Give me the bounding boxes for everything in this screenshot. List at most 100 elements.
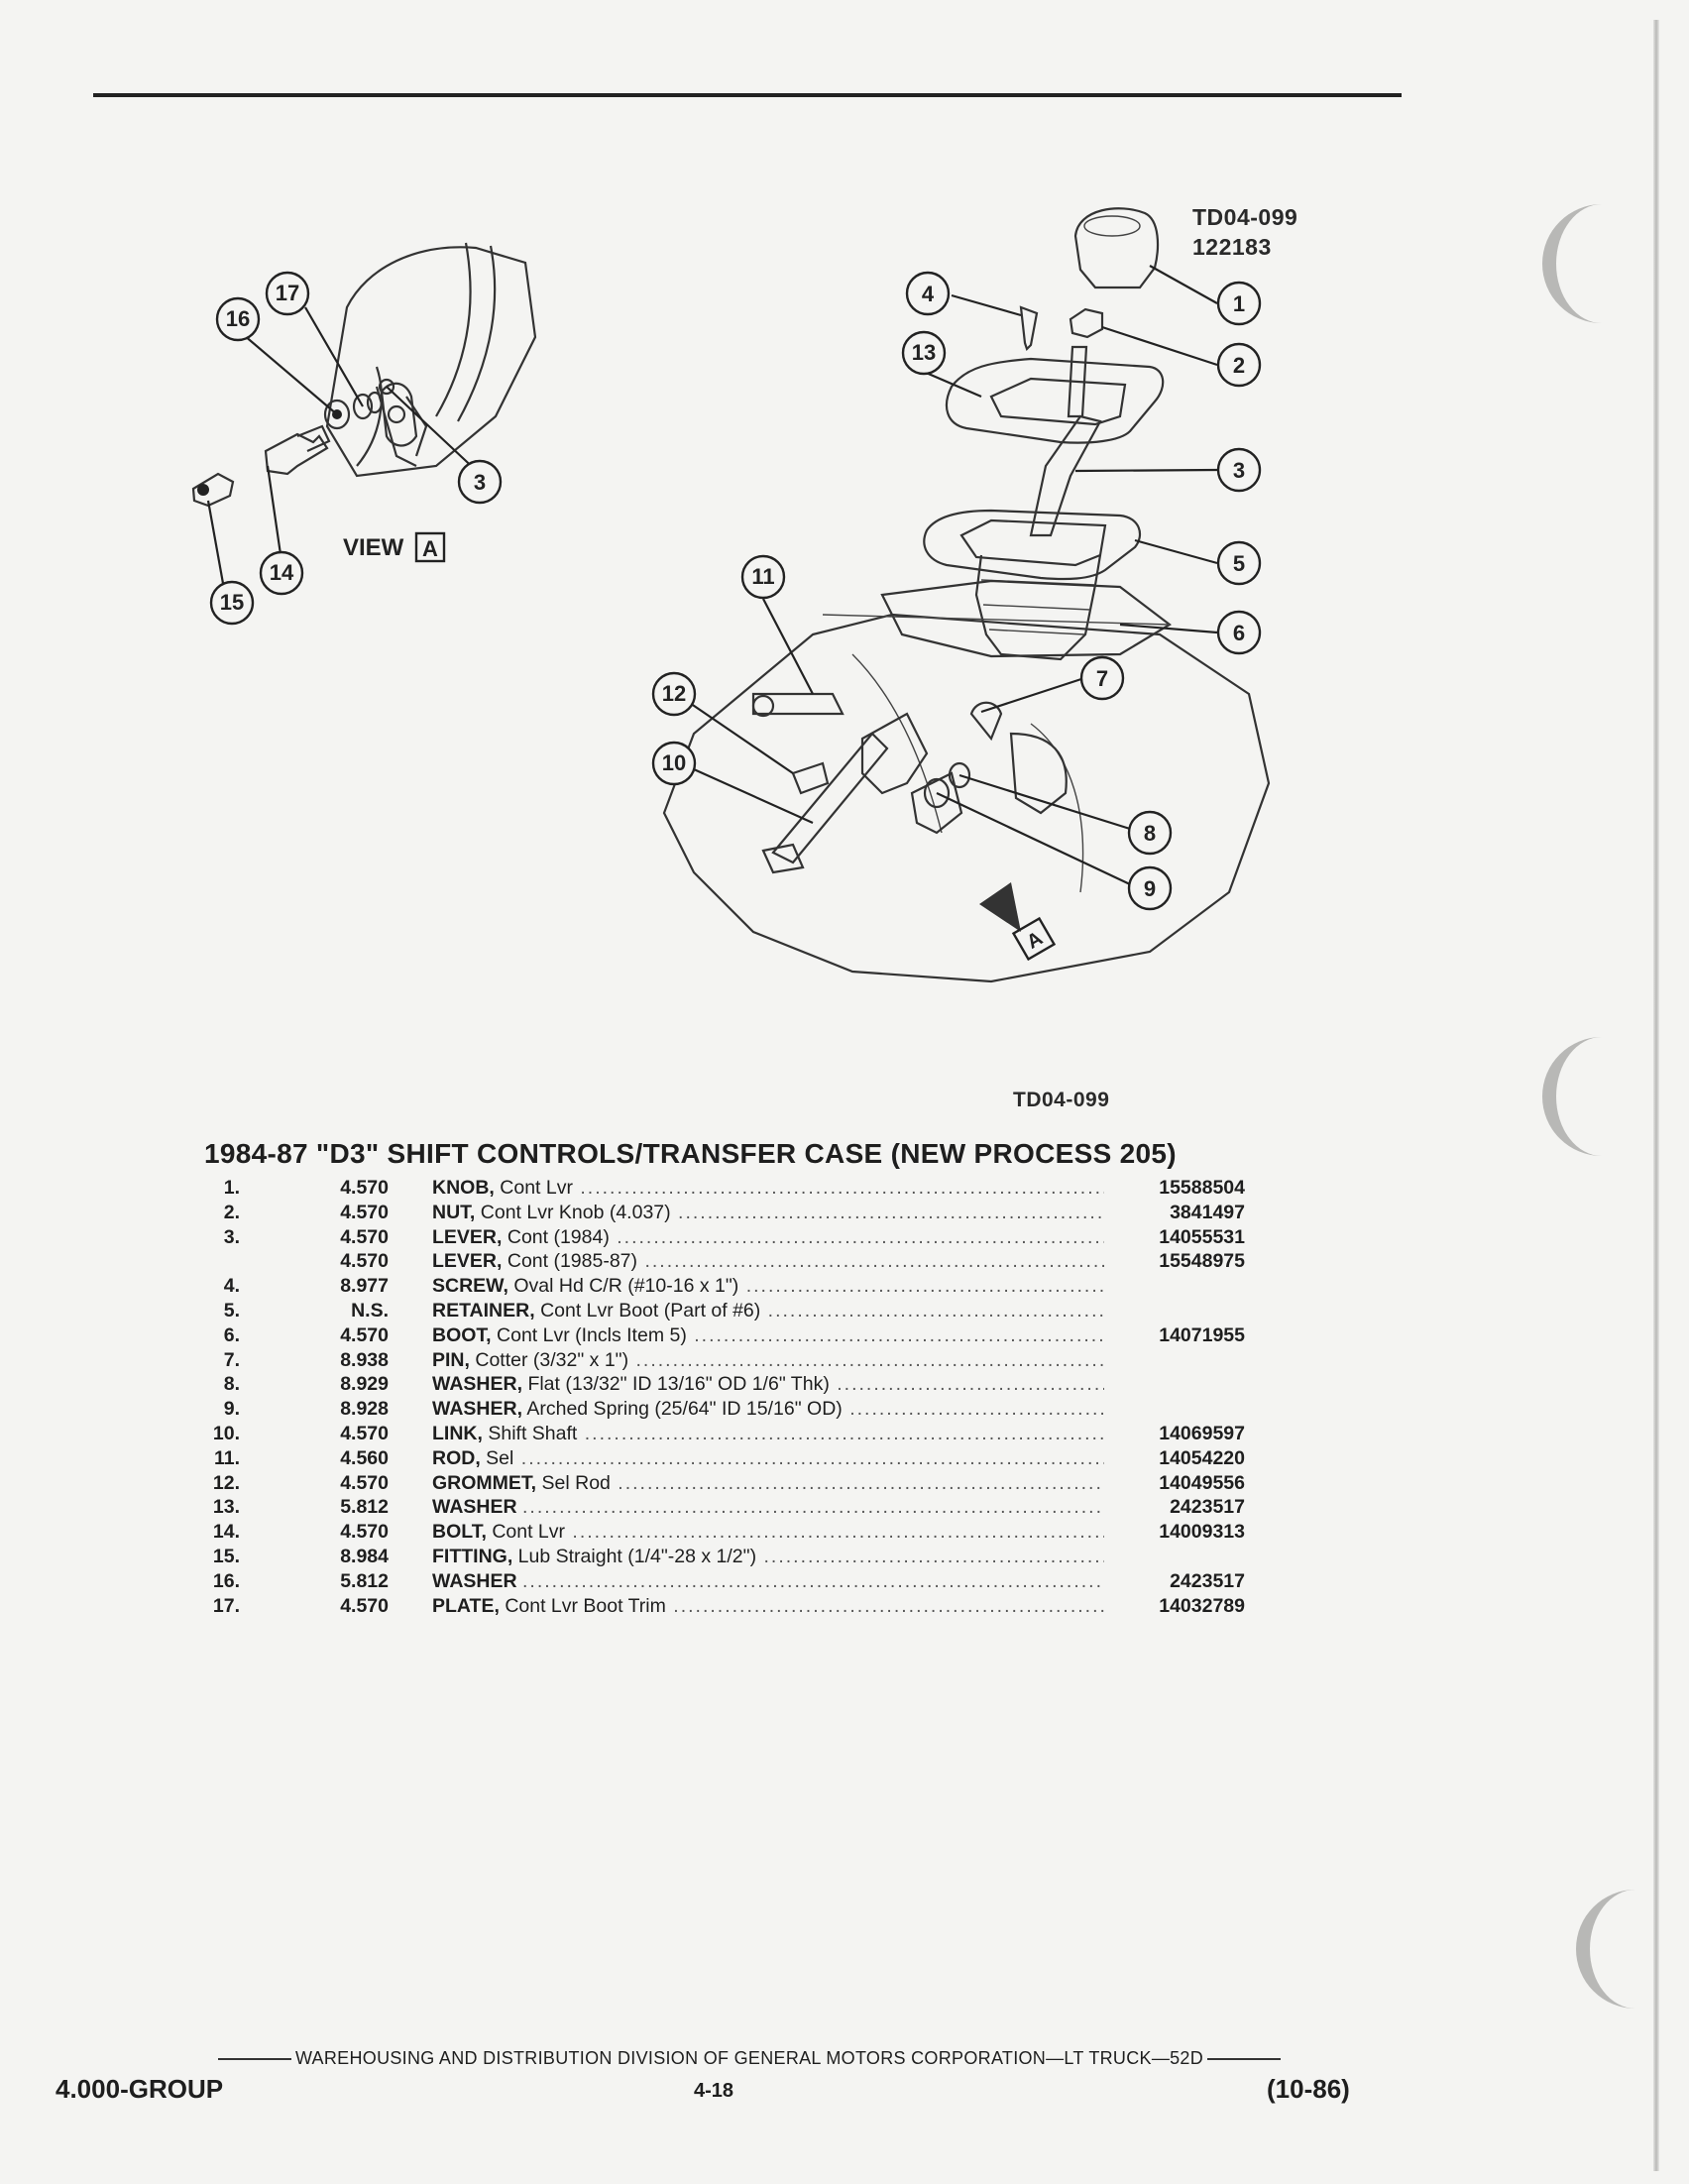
footer-group: 4.000-GROUP — [56, 2074, 224, 2104]
description: FITTING, Lub Straight (1/4"-28 x 1/2") — [432, 1545, 1104, 1569]
callout-5: 5 — [1216, 540, 1262, 586]
group-number: 8.938 — [340, 1348, 389, 1371]
group-number: 4.570 — [340, 1471, 389, 1494]
part-name: WASHER, — [432, 1398, 523, 1421]
description: KNOB, Cont Lvr — [432, 1176, 1104, 1201]
svg-text:13: 13 — [912, 340, 936, 365]
binder-hole — [1576, 1890, 1649, 2009]
diagram-date-code: 122183 — [1192, 234, 1272, 260]
diagram-code-top: TD04-099 — [1192, 204, 1298, 230]
view-a-letter: A — [422, 536, 438, 561]
item-number: 2. — [223, 1201, 240, 1223]
item-number: 11. — [213, 1446, 240, 1469]
svg-text:4: 4 — [922, 282, 935, 306]
callout-2: 2 — [1216, 342, 1262, 388]
callout-1: 1 — [1216, 281, 1262, 326]
callout-12: 12 — [651, 671, 697, 717]
part-name: WASHER, — [432, 1373, 523, 1396]
svg-text:14: 14 — [270, 560, 294, 585]
part-desc: Cont Lvr Boot Trim — [505, 1594, 666, 1617]
part-name: SCREW, — [432, 1275, 508, 1298]
item-number: 12. — [212, 1471, 240, 1494]
group-number: N.S. — [351, 1299, 389, 1322]
description: BOLT, Cont Lvr — [432, 1520, 1104, 1545]
part-name: LEVER, — [432, 1225, 503, 1248]
description: LINK, Shift Shaft — [432, 1422, 1104, 1446]
group-number: 4.570 — [340, 1422, 389, 1444]
description: GROMMET, Sel Rod — [432, 1471, 1104, 1496]
part-desc: Oval Hd C/R (#10-16 x 1") — [513, 1275, 739, 1298]
callout-4: 4 — [905, 271, 951, 316]
group-number: 5.812 — [340, 1496, 389, 1519]
item-number: 16. — [212, 1569, 240, 1592]
svg-text:2: 2 — [1233, 353, 1245, 378]
part-desc: Shift Shaft — [488, 1422, 578, 1444]
part-number: 14032789 — [1106, 1593, 1245, 1619]
item-number: 10. — [212, 1422, 240, 1444]
footer-dash — [217, 2058, 291, 2061]
footer-division-line: WAREHOUSING AND DISTRIBUTION DIVISION OF… — [125, 2048, 1374, 2069]
leader-lines — [206, 265, 1218, 885]
svg-text:7: 7 — [1096, 666, 1108, 691]
group-number: 4.570 — [340, 1250, 389, 1273]
parts-row: 4.570 LEVER, Cont (1985-87) 15548975 — [204, 1249, 1245, 1275]
item-number: 3. — [223, 1225, 240, 1248]
part-name: NUT, — [432, 1201, 476, 1223]
binder-hole — [1542, 1037, 1616, 1156]
description: WASHER — [432, 1569, 1104, 1594]
callout-9: 9 — [1127, 865, 1173, 911]
callout-15: 15 — [209, 580, 255, 626]
part-name: WASHER — [432, 1496, 517, 1519]
top-rule — [93, 93, 1402, 97]
part-name: LEVER, — [432, 1250, 503, 1273]
item-number: 15. — [212, 1545, 240, 1567]
group-number: 4.570 — [340, 1225, 389, 1248]
page-edge — [1653, 20, 1659, 2171]
part-name: BOOT, — [432, 1323, 492, 1346]
part-desc: Lub Straight (1/4"-28 x 1/2") — [517, 1545, 757, 1567]
group-number: 8.928 — [340, 1398, 389, 1421]
callout-16: 16 — [215, 296, 261, 342]
footer-page-number: 4-18 — [694, 2080, 734, 2102]
item-number: 14. — [212, 1521, 240, 1544]
part-desc: Arched Spring (25/64" ID 15/16" OD) — [526, 1398, 843, 1421]
part-name: ROD, — [432, 1446, 481, 1469]
part-number: 3841497 — [1106, 1200, 1245, 1225]
part-number: 2423517 — [1106, 1495, 1245, 1521]
description: SCREW, Oval Hd C/R (#10-16 x 1") — [432, 1274, 1104, 1299]
diagram-code-bottom: TD04-099 — [1013, 1089, 1110, 1111]
group-number: 5.812 — [340, 1569, 389, 1592]
item-number: 17. — [212, 1594, 240, 1617]
callout-17: 17 — [265, 271, 310, 316]
part-desc: Cont (1985-87) — [507, 1250, 638, 1273]
callout-10: 10 — [651, 741, 697, 786]
part-number: 14055531 — [1106, 1224, 1245, 1250]
part-name: BOLT, — [432, 1521, 487, 1544]
view-a-label: VIEW — [343, 534, 404, 561]
part-number: 14054220 — [1106, 1445, 1245, 1471]
part-name: FITTING, — [432, 1545, 513, 1567]
part-name: PLATE, — [432, 1594, 500, 1617]
part-number: 15548975 — [1106, 1249, 1245, 1275]
view-a-illustration — [191, 242, 537, 508]
part-desc: Cotter (3/32" x 1") — [475, 1348, 629, 1371]
part-desc: Cont Lvr Boot (Part of #6) — [540, 1299, 761, 1322]
group-number: 4.560 — [340, 1446, 389, 1469]
callout-11: 11 — [740, 554, 786, 600]
footer-date: (10-86) — [1267, 2074, 1350, 2104]
svg-text:3: 3 — [1233, 458, 1245, 483]
svg-text:17: 17 — [276, 281, 299, 305]
svg-text:11: 11 — [751, 564, 774, 589]
part-desc: Cont Lvr (Incls Item 5) — [497, 1323, 687, 1346]
description: WASHER, Flat (13/32" ID 13/16" OD 1/6" T… — [432, 1372, 1104, 1397]
description: WASHER, Arched Spring (25/64" ID 15/16" … — [432, 1397, 1104, 1422]
part-desc: Flat (13/32" ID 13/16" OD 1/6" Thk) — [527, 1373, 830, 1396]
group-number: 8.977 — [340, 1275, 389, 1298]
